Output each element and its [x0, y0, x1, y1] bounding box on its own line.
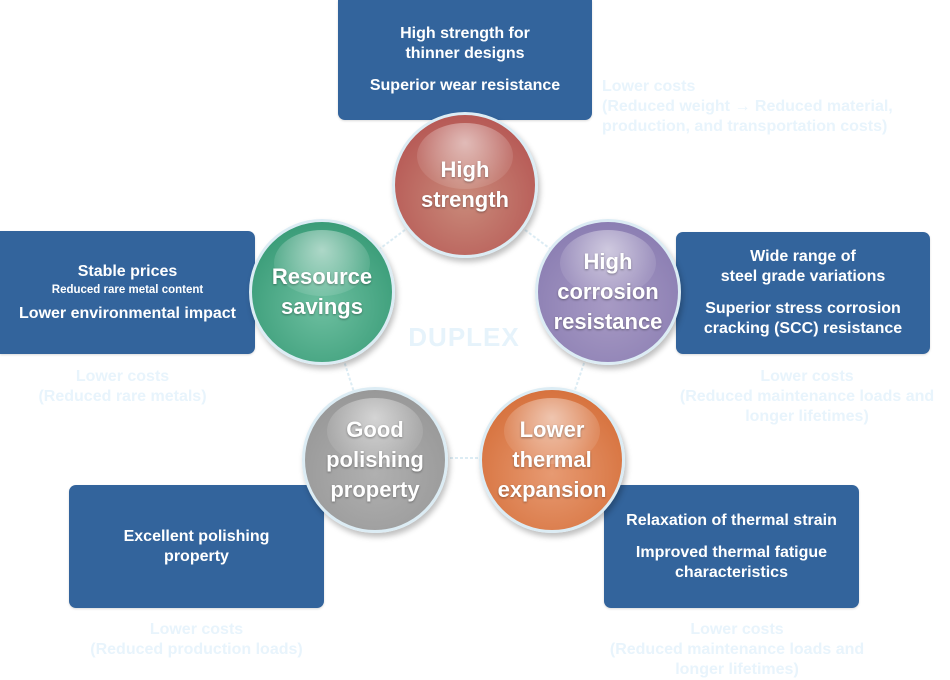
circle-label: High strength	[421, 155, 509, 215]
cost-title: Lower costs	[149, 621, 244, 638]
cost-detail: (Reduced maintenance loads and	[679, 388, 935, 405]
resource-savings-circle: Resource savings	[249, 219, 395, 365]
high-strength-benefits-box: High strength for thinner designs Superi…	[338, 0, 592, 120]
high-strength-cost: Lower costs (Reduced weight → Reduced ma…	[602, 77, 893, 137]
benefit-text: Wide range of	[750, 248, 856, 265]
circle-label-line: resistance	[553, 309, 663, 334]
lower-thermal-expansion-benefits-box: Relaxation of thermal strain Improved th…	[604, 485, 859, 608]
gloss-highlight	[274, 230, 370, 296]
good-polishing-property-circle: Good polishing property	[302, 387, 448, 533]
benefit-text: Superior stress corrosion	[705, 300, 901, 317]
circle-label-line: savings	[281, 294, 363, 319]
cost-detail: longer lifetimes)	[675, 661, 799, 678]
circle-label-line: Good	[346, 417, 404, 442]
high-corrosion-resistance-benefits-box: Wide range of steel grade variations Sup…	[676, 232, 930, 354]
duplex-center-label: DUPLEX	[408, 322, 520, 352]
gloss-highlight	[560, 230, 656, 296]
cost-detail: (Reduced weight → Reduced material,	[602, 98, 893, 115]
benefit-text: thinner designs	[405, 45, 525, 62]
circle-label-line: corrosion	[557, 279, 659, 304]
benefit-text: steel grade variations	[720, 268, 886, 285]
benefit-text: Improved thermal fatigue	[635, 543, 828, 561]
circle-label: Good polishing property	[326, 415, 424, 505]
benefit-note: Reduced rare metal content	[51, 283, 204, 296]
circle-label-line: Lower	[519, 417, 585, 442]
good-polishing-property-cost: Lower costs (Reduced production loads)	[69, 620, 324, 660]
gloss-highlight	[327, 398, 423, 464]
benefit-text: Excellent polishing	[123, 527, 270, 545]
benefit-text: Lower environmental impact	[19, 304, 236, 322]
resource-savings-cost: Lower costs (Reduced rare metals)	[0, 367, 245, 407]
cost-detail: (Reduced production loads)	[90, 641, 303, 658]
circle-label-line: Resource	[271, 264, 373, 289]
circle-label-line: property	[330, 477, 420, 502]
benefit-text: property	[164, 547, 229, 565]
high-strength-circle: High strength	[392, 112, 538, 258]
lower-thermal-expansion-circle: Lower thermal expansion	[479, 387, 625, 533]
cost-title: Lower costs	[75, 368, 170, 385]
circle-label: Lower thermal expansion	[498, 415, 607, 505]
circle-label-line: thermal	[512, 447, 592, 472]
benefit-text: Stable prices	[77, 262, 178, 280]
benefit-text: characteristics	[675, 563, 788, 581]
high-corrosion-resistance-circle: High corrosion resistance	[535, 219, 681, 365]
cost-detail: longer lifetimes)	[745, 408, 869, 425]
circle-label: High corrosion resistance	[554, 247, 663, 337]
cost-detail: (Reduced maintenance loads and	[609, 641, 865, 658]
benefit-text: High strength for	[400, 25, 530, 42]
circle-label: Resource savings	[272, 262, 372, 322]
gloss-highlight	[504, 398, 600, 464]
cost-detail: production, and transportation costs)	[602, 118, 888, 135]
circle-label-line: polishing	[326, 447, 424, 472]
circle-label-line: strength	[421, 187, 509, 212]
cost-title: Lower costs	[602, 78, 696, 95]
lower-thermal-expansion-cost: Lower costs (Reduced maintenance loads a…	[596, 620, 878, 680]
circle-label-line: expansion	[497, 477, 607, 502]
cost-title: Lower costs	[760, 368, 854, 385]
gloss-highlight	[417, 123, 513, 189]
resource-savings-benefits-box: Stable prices Reduced rare metal content…	[0, 231, 255, 354]
benefit-text: cracking (SCC) resistance	[703, 320, 903, 337]
circle-label-line: High	[583, 249, 633, 274]
benefit-text: Relaxation of thermal strain	[626, 511, 837, 529]
high-corrosion-resistance-cost: Lower costs (Reduced maintenance loads a…	[664, 367, 950, 427]
cost-title: Lower costs	[690, 621, 784, 638]
benefit-text: Superior wear resistance	[369, 77, 561, 94]
cost-detail: (Reduced rare metals)	[38, 388, 207, 405]
circle-label-line: High	[440, 157, 490, 182]
good-polishing-property-benefits-box: Excellent polishing property	[69, 485, 324, 608]
